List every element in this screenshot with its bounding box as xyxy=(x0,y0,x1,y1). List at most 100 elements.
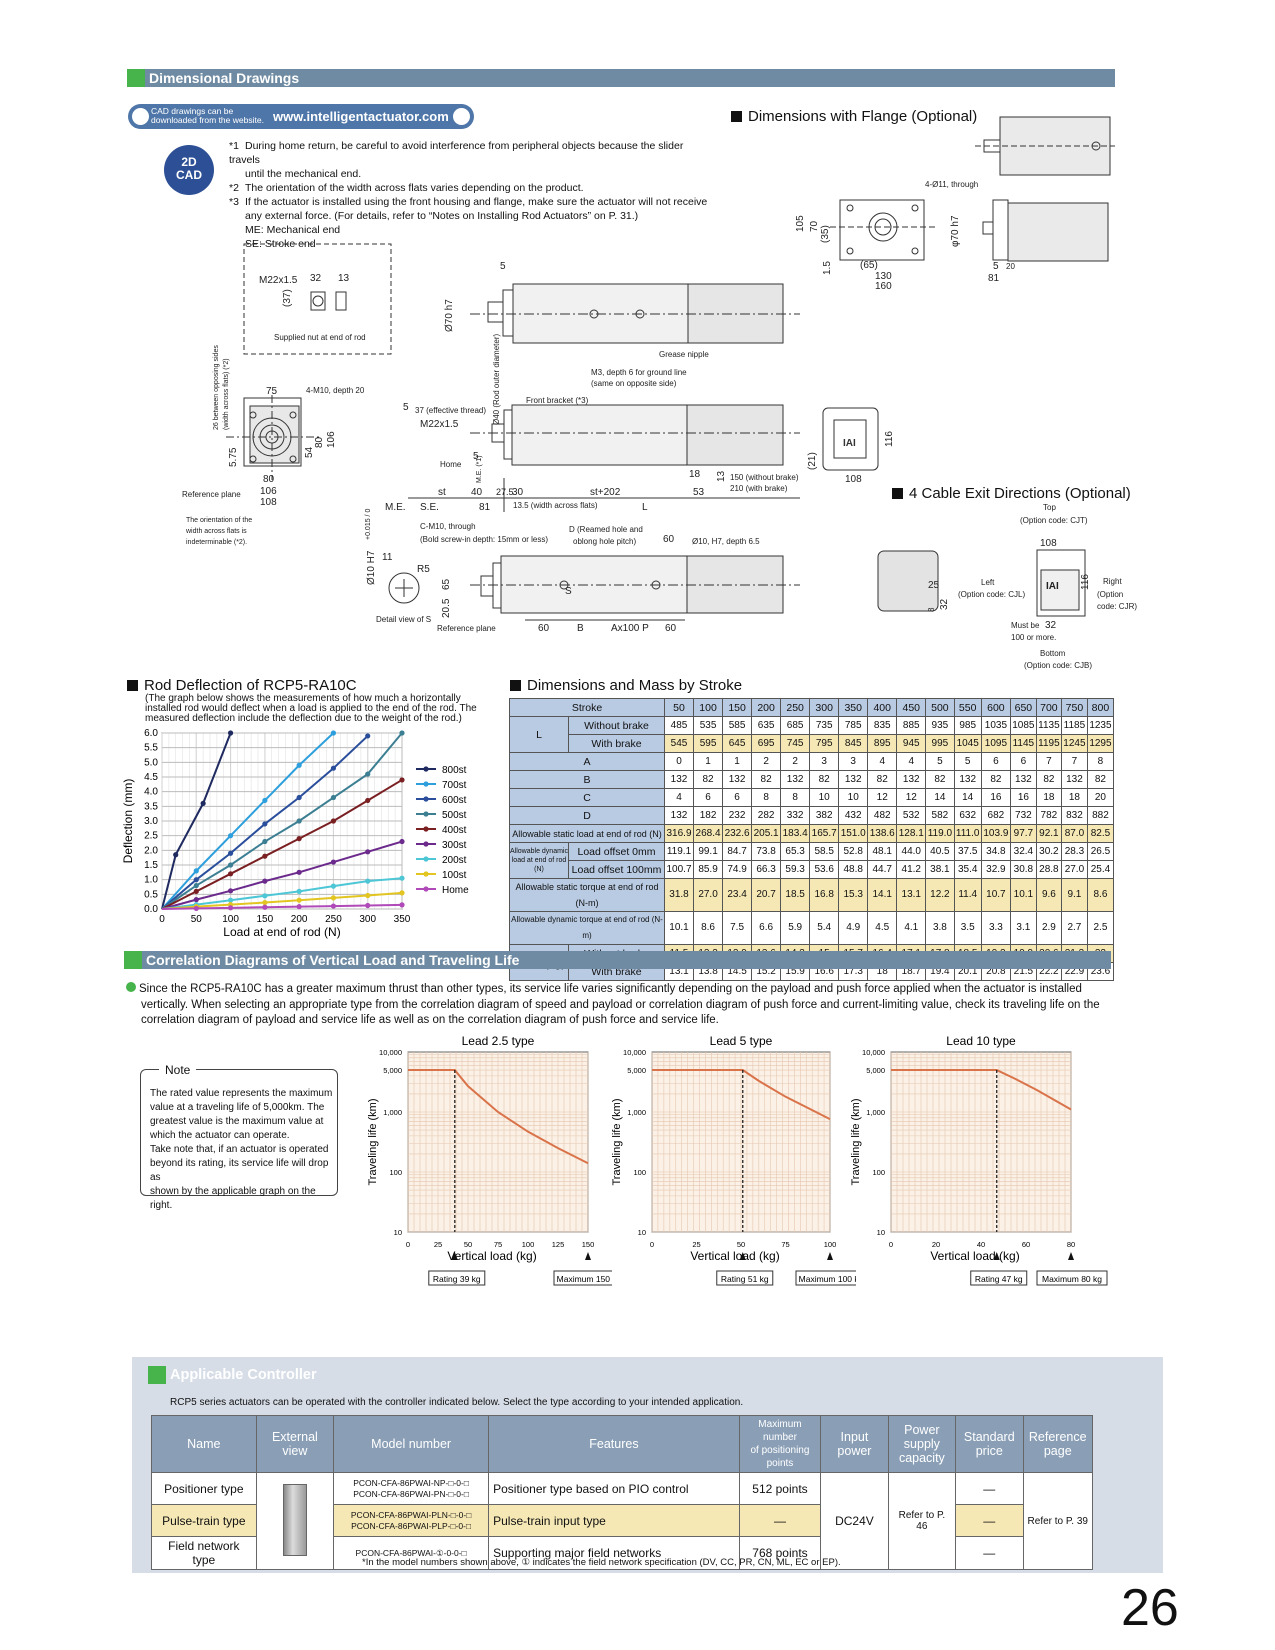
table-cell: 132 xyxy=(663,806,695,825)
table-cell: 138.6 xyxy=(867,824,898,843)
svg-text:(Bold screw-in depth: 15mm or: (Bold screw-in depth: 15mm or less) xyxy=(420,535,548,544)
tick-label: 0 xyxy=(650,1240,654,1249)
data-point xyxy=(330,730,337,736)
legend-label: Home xyxy=(442,885,469,896)
svg-text:(21): (21) xyxy=(807,452,818,470)
svg-text:Must be: Must be xyxy=(1011,621,1040,630)
x-axis-label: Vertical load (kg) xyxy=(690,1249,779,1263)
cable-heading: 4 Cable Exit Directions (Optional) xyxy=(892,485,1131,502)
table-cell: 132 xyxy=(722,770,753,789)
table-cell: 27.0 xyxy=(1060,860,1088,879)
table-cell: 7 xyxy=(1060,752,1088,771)
arrow-up-icon xyxy=(585,1252,591,1260)
tick-label: 2.0 xyxy=(144,845,158,856)
svg-text:5: 5 xyxy=(473,451,479,462)
table-cell: 12.2 xyxy=(925,878,955,912)
tick-label: 10 xyxy=(877,1228,885,1237)
data-point xyxy=(330,818,337,824)
svg-text:75: 75 xyxy=(266,386,278,397)
tick-label: 1,000 xyxy=(383,1108,402,1117)
legend-marker xyxy=(423,841,429,847)
table-row: Allowable static torque at end of rod (N… xyxy=(509,878,1115,912)
arrow-up-icon xyxy=(739,1252,746,1260)
data-point xyxy=(365,849,371,855)
data-point xyxy=(399,875,405,881)
table-cell: 3.3 xyxy=(980,911,1011,945)
section-title: Dimensional Drawings xyxy=(149,70,300,86)
tick-label: 10,000 xyxy=(379,1048,402,1057)
table-cell: 595 xyxy=(693,734,724,753)
table-cell: 132 xyxy=(780,770,811,789)
svg-text:(width across flats) (*2): (width across flats) (*2) xyxy=(223,358,230,430)
data-point xyxy=(193,882,199,889)
table-cell: 6 xyxy=(693,788,724,807)
svg-text:Reference plane: Reference plane xyxy=(437,624,496,633)
table-cell: 7.5 xyxy=(722,911,753,945)
table-cell: 1245 xyxy=(1060,734,1088,753)
svg-text:150 (without brake): 150 (without brake) xyxy=(730,473,799,482)
cad-url-link[interactable]: www.intelligentactuator.com xyxy=(273,109,449,124)
svg-text:210 (with brake): 210 (with brake) xyxy=(730,484,788,493)
table-cell: 550 xyxy=(953,698,982,717)
table-cell: 1 xyxy=(722,752,753,771)
table-cell: 40.5 xyxy=(925,842,955,861)
svg-text:Detail view of S: Detail view of S xyxy=(376,615,431,624)
table-cell: 132 xyxy=(1060,770,1088,789)
table-row: Field network type PCON-CFA-86PWAI-①-0-0… xyxy=(151,1536,1093,1570)
table-cell: Allowable static torque at end of rod (N… xyxy=(509,878,665,912)
table-cell: 128.1 xyxy=(896,824,927,843)
table-cell: 1135 xyxy=(1035,716,1062,735)
svg-text:40: 40 xyxy=(471,487,483,498)
table-cell: 0 xyxy=(663,752,695,771)
table-cell: 4.9 xyxy=(838,911,869,945)
table-cell: 585 xyxy=(722,716,753,735)
table-cell: 58.5 xyxy=(809,842,840,861)
table-cell: 182 xyxy=(693,806,724,825)
data-point xyxy=(330,883,337,889)
note-box: Note The rated value represents the maxi… xyxy=(140,1063,338,1211)
table-cell: 132 xyxy=(663,770,695,789)
table-cell: 1185 xyxy=(1060,716,1088,735)
table-cell: 845 xyxy=(838,734,869,753)
table-cell: 28.3 xyxy=(1060,842,1088,861)
table-cell: 10.1 xyxy=(1009,878,1037,912)
table-cell: 2.9 xyxy=(1035,911,1062,945)
legend-label: 600st xyxy=(442,795,467,806)
table-cell: 232.6 xyxy=(722,824,753,843)
data-point xyxy=(193,868,199,874)
table-cell: 8.6 xyxy=(693,911,724,945)
table-cell: 545 xyxy=(663,734,695,753)
table-cell: 382 xyxy=(809,806,840,825)
table-row: Positioner type PCON-CFA-86PWAI-NP-□-0-□… xyxy=(151,1472,1093,1570)
table-cell: With brake xyxy=(568,734,665,753)
table-cell: 4 xyxy=(867,752,898,771)
table-cell: 66.3 xyxy=(751,860,782,879)
table-cell: 74.9 xyxy=(722,860,753,879)
tick-label: 50 xyxy=(737,1240,745,1249)
label: M22x1.5 xyxy=(259,275,298,286)
table-cell: 82 xyxy=(980,770,1011,789)
controller-panel: Applicable Controller RCP5 series actuat… xyxy=(132,1357,1163,1573)
table-cell: 5.4 xyxy=(809,911,840,945)
svg-text:116: 116 xyxy=(884,431,895,447)
legend-marker xyxy=(423,796,429,802)
arrow-up-icon xyxy=(827,1252,833,1260)
svg-text:S.E.: S.E. xyxy=(420,502,439,513)
table-cell: 2 xyxy=(780,752,811,771)
svg-text:L: L xyxy=(642,502,648,513)
svg-text:106: 106 xyxy=(326,431,337,448)
data-point xyxy=(296,869,302,875)
svg-text:4-Ø11, through: 4-Ø11, through xyxy=(925,180,978,189)
svg-text:M22x1.5: M22x1.5 xyxy=(420,419,459,430)
rating-label: Rating 39 kg xyxy=(433,1274,481,1284)
data-point xyxy=(330,895,337,901)
table-cell: 97.7 xyxy=(1009,824,1037,843)
svg-text:code: CJR): code: CJR) xyxy=(1097,602,1137,611)
table-cell: 350 xyxy=(838,698,869,717)
